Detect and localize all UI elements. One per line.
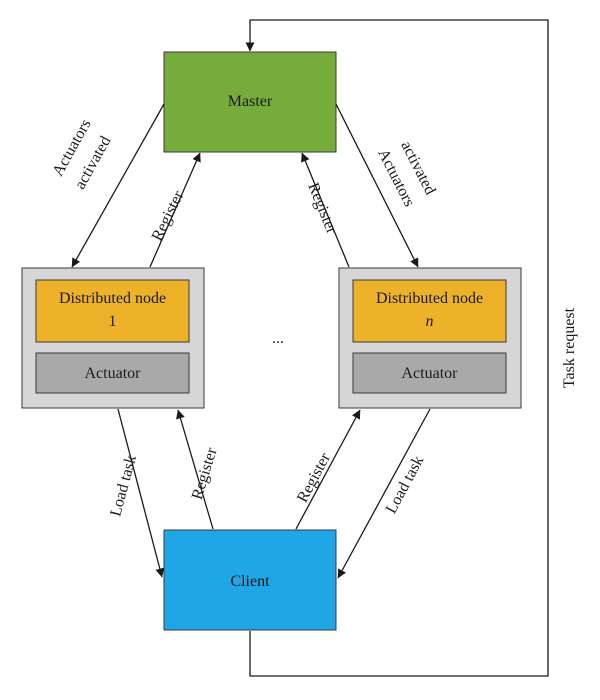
actuator-1-label: Actuator <box>85 365 142 382</box>
label-register-right-client: Register <box>294 450 334 506</box>
label-register-left-master: Register <box>149 188 188 244</box>
actuator-1-box <box>35 352 190 394</box>
label-register-left-client: Register <box>189 445 221 502</box>
label-load-task-right: Load task <box>383 453 427 516</box>
arrow-node-1-register-master <box>149 152 201 268</box>
arrow-client-register-node-n <box>295 409 361 530</box>
arrow-client-register-node-1 <box>176 409 214 530</box>
label-task-request: Task request <box>561 307 578 388</box>
arrow-master-to-node-n <box>335 103 419 268</box>
client-label: Client <box>230 573 270 590</box>
ellipsis: ... <box>272 330 284 347</box>
master-box <box>163 51 337 153</box>
actuator-n-box <box>352 352 507 394</box>
client-box <box>163 529 337 631</box>
distributed-node-n-box <box>352 279 507 343</box>
distributed-node-1-label: Distributed node <box>59 290 166 307</box>
distributed-node-n-label: Distributed node <box>376 290 483 307</box>
master-label: Master <box>228 93 273 110</box>
arrow-node-1-load-task-client <box>117 408 165 578</box>
label-load-task-left: Load task <box>107 453 140 518</box>
actuator-n-label: Actuator <box>402 365 459 382</box>
arrow-task-request-loop <box>245 19 549 677</box>
arrow-master-to-node-1 <box>71 103 165 268</box>
distributed-node-1-index: 1 <box>109 313 117 330</box>
arrow-node-n-load-task-client <box>337 408 431 579</box>
distributed-node-n-index: n <box>426 313 434 330</box>
arrow-node-n-register-master <box>301 152 350 268</box>
label-register-right-master: Register <box>304 180 340 236</box>
distributed-node-1-box <box>35 279 190 343</box>
